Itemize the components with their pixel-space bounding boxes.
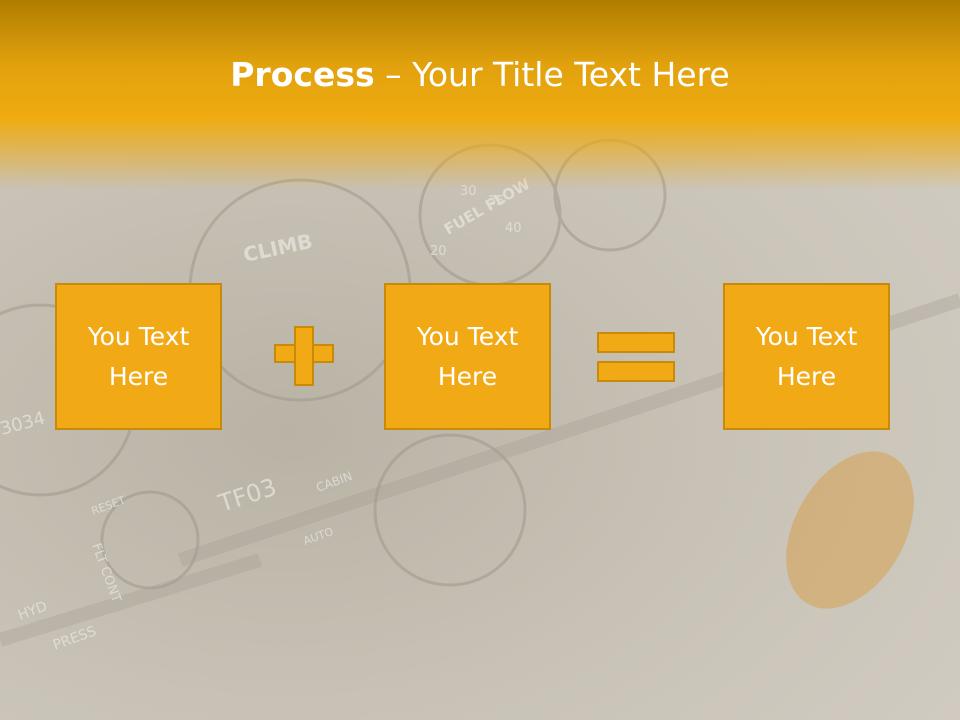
process-box-2[interactable]: You Text Here xyxy=(384,283,551,430)
dial-label: 3034 xyxy=(0,408,48,440)
dial-label: AUTO xyxy=(302,525,336,548)
process-box-result[interactable]: You Text Here xyxy=(723,283,890,430)
process-box-1[interactable]: You Text Here xyxy=(55,283,222,430)
title-bar xyxy=(0,0,960,190)
dial-label: TF03 xyxy=(214,473,280,518)
dial-label: 40 xyxy=(505,221,522,236)
dial-label: 20 xyxy=(430,244,447,259)
dial-label: FLT CONT xyxy=(88,541,123,604)
slide-title: Process – Your Title Text Here xyxy=(0,52,960,98)
title-rest: – Your Title Text Here xyxy=(374,55,730,94)
dial-label: 35 xyxy=(488,194,505,209)
dial-label: CABIN xyxy=(314,469,354,495)
title-bold: Process xyxy=(230,55,375,94)
dial-label: CLIMB xyxy=(241,229,314,267)
